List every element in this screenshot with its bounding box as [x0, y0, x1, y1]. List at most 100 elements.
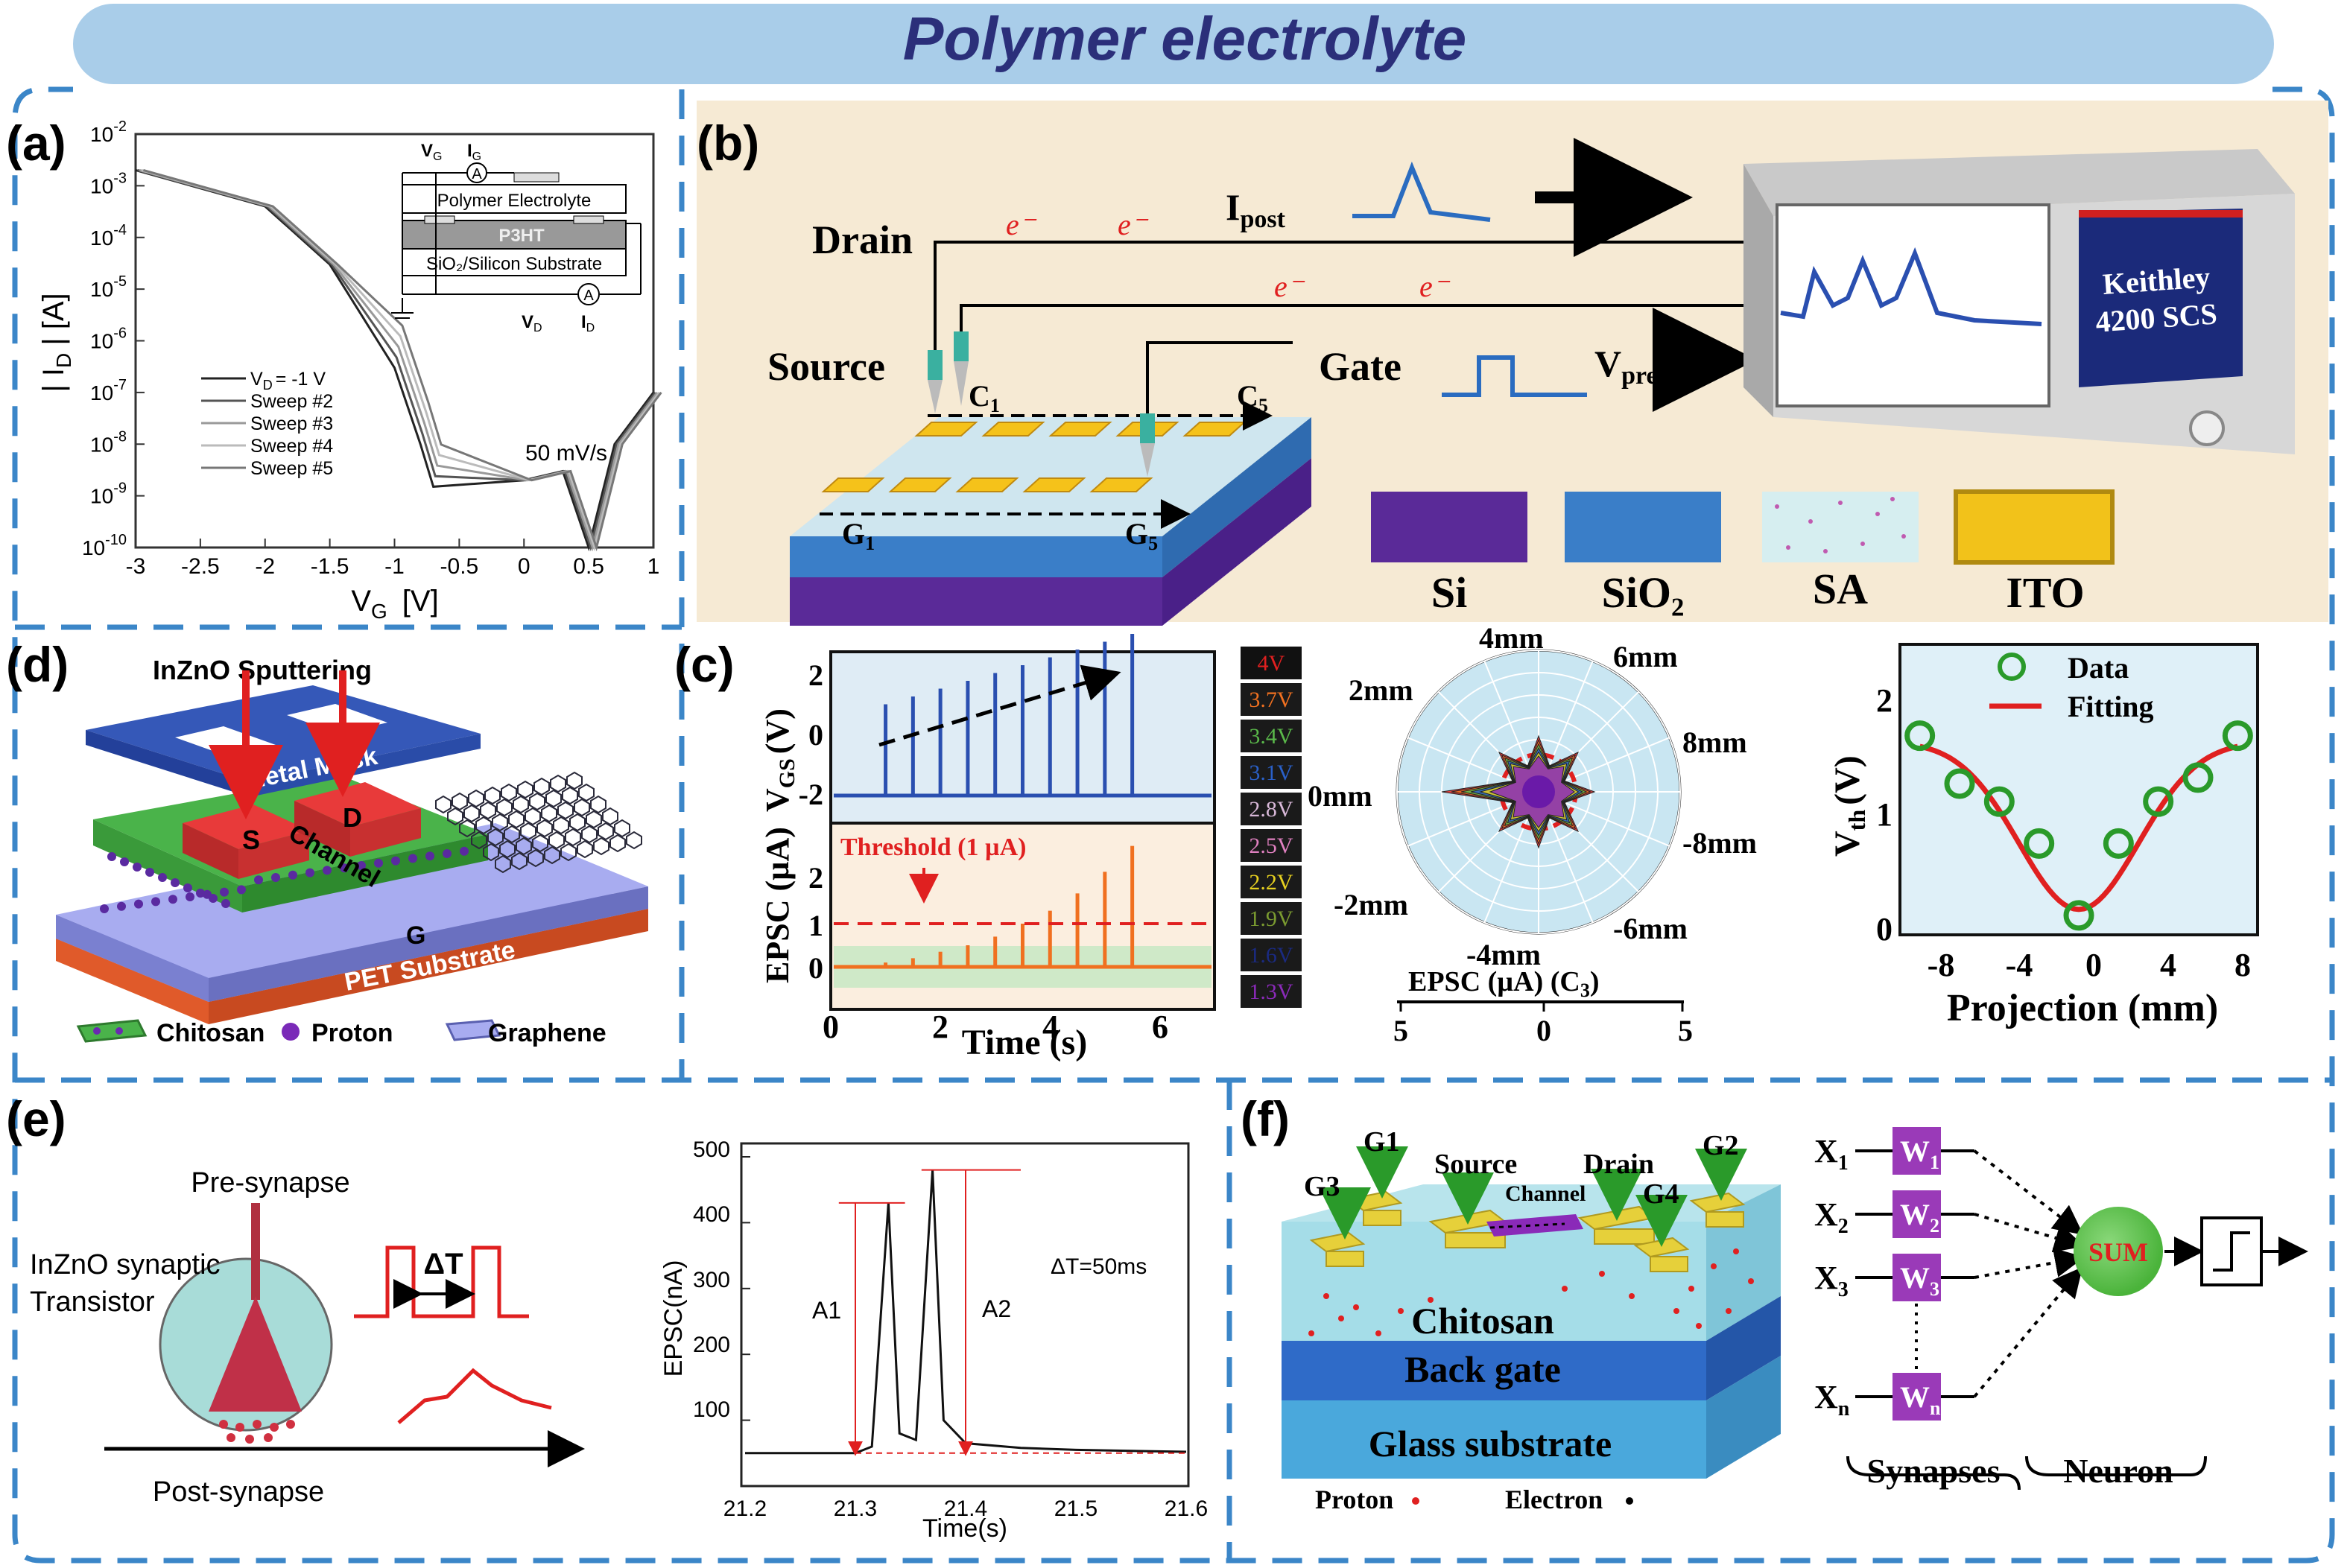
panel-b-material-legend: Si SiO₂ SA ITO [1371, 489, 2115, 617]
proton-dot [145, 868, 154, 877]
fit-data-point [2143, 786, 2174, 817]
graphene-hex [496, 798, 513, 817]
colorbar-voltage-label: 1.6V [1249, 943, 1293, 968]
graphene-hex [574, 798, 590, 817]
sa-dot [1890, 497, 1895, 501]
graphene-hex [495, 854, 511, 874]
graphene-hex [553, 816, 569, 835]
svg-text:e⁻: e⁻ [1274, 270, 1305, 303]
colorbar-voltage-label: 4V [1258, 651, 1285, 676]
weight-box [1893, 1190, 1941, 1238]
sa-dot [1838, 501, 1843, 505]
svg-text:SA: SA [1813, 565, 1868, 613]
graphene-hex [569, 813, 586, 832]
weight-label: W3 [1900, 1261, 1939, 1300]
panel-c-fit-legend: Data Fitting [1989, 651, 2154, 723]
graphene-hex [590, 795, 606, 814]
panel-e: (e) Pre-synapse Post-synapse InZnO synap… [6, 1091, 1208, 1543]
svg-text:0: 0 [2085, 947, 2102, 983]
panel-c-polar-axis-ticklabels: 5 0 5 [1393, 1014, 1693, 1047]
svg-text:2mm: 2mm [1349, 673, 1413, 707]
weight-label: W2 [1900, 1198, 1939, 1237]
svg-text:-4: -4 [2006, 947, 2033, 983]
svg-text:Chitosan: Chitosan [156, 1019, 265, 1047]
graphene-hex [586, 810, 602, 829]
panel-e-post-synapse: Post-synapse [153, 1476, 324, 1508]
panel-c-y-label: EPSC (µA) VGS(V) [759, 708, 799, 983]
panel-d: (d) InZnO Sputtering S D Channel G PET S… [6, 637, 648, 1047]
colorbar-cell [1241, 939, 1302, 971]
panel-a-x-tick: -1 [384, 554, 405, 579]
svg-text:Proton: Proton [311, 1019, 393, 1047]
sa-dot [1875, 512, 1880, 516]
panel-e-x-ticks: 21.2 21.3 21.4 21.5 21.6 [723, 1496, 1208, 1521]
proton-dot [340, 863, 349, 873]
svg-text:2: 2 [808, 861, 823, 895]
graphene-hex [511, 851, 528, 871]
panel-a-legend: VD= -1 V Sweep #2 Sweep #3 Sweep #4 Swee… [201, 369, 333, 479]
panel-d-legend: Chitosan Proton Graphene [76, 1019, 606, 1047]
proton-dot [1562, 1286, 1568, 1292]
colorbar-voltage-label: 3.1V [1249, 761, 1293, 785]
proton-dot [100, 904, 109, 913]
proton-dot [323, 866, 332, 875]
proton-dot [237, 885, 246, 895]
proton-dot [1688, 1286, 1694, 1292]
graphene-hex [562, 786, 578, 805]
proton-dot [460, 846, 469, 856]
panel-e-dt-label: ΔT [423, 1248, 463, 1280]
graphene-hex [480, 801, 496, 820]
svg-text:0: 0 [823, 1009, 839, 1045]
panel-f-label: (f) [1241, 1091, 1290, 1146]
panel-c-polar-axis-ticks [1399, 1002, 1684, 1012]
ito-pad [914, 422, 978, 437]
svg-text:0: 0 [1876, 911, 1893, 948]
svg-text:Data: Data [2068, 651, 2129, 685]
panel-a-sweep-curve [137, 169, 656, 552]
svg-text:Drain: Drain [1583, 1149, 1654, 1180]
colorbar-voltage-label: 1.3V [1249, 980, 1293, 1004]
proton-dot [1733, 1248, 1739, 1254]
graphene-hex [463, 804, 480, 823]
panel-a-y-tick: 10-2 [90, 118, 127, 146]
panel-d-gate-label: G [406, 921, 425, 950]
svg-text:-8mm: -8mm [1682, 826, 1757, 860]
svg-text:8mm: 8mm [1682, 726, 1747, 759]
graphene-hex [545, 789, 562, 808]
colorbar-voltage-label: 2.8V [1249, 797, 1293, 822]
svg-text:6mm: 6mm [1613, 640, 1678, 673]
proton-dot [425, 851, 434, 861]
proton-dot [1726, 1308, 1732, 1314]
panel-a-y-tick: 10-9 [90, 480, 127, 508]
weight-box [1893, 1127, 1941, 1175]
proton-dot [196, 889, 205, 898]
svg-text:21.3: 21.3 [834, 1496, 877, 1521]
colorbar-cell [1241, 975, 1302, 1008]
svg-text:A: A [472, 166, 482, 182]
input-x-label: X3 [1814, 1260, 1849, 1301]
svg-text:C1: C1 [969, 379, 1000, 416]
proton-dot [171, 878, 180, 887]
panel-d-metal-mask: Metal Mask [86, 685, 481, 797]
svg-text:G4: G4 [1643, 1178, 1679, 1210]
svg-text:Sweep #3: Sweep #3 [250, 413, 333, 434]
weight-box [1893, 1373, 1941, 1421]
graphene-hex [609, 834, 626, 853]
neuron-label: Neuron [2063, 1452, 2173, 1490]
svg-text:2: 2 [1876, 682, 1893, 719]
panel-a-y-tick: 10-6 [90, 326, 127, 353]
panel-a-curves [135, 169, 662, 552]
ito-pad [1022, 477, 1086, 492]
svg-text:300: 300 [693, 1268, 730, 1292]
panel-c-trend-arrow [878, 664, 1121, 747]
graphene-hex [581, 825, 598, 844]
panel-f-glass [1282, 1400, 1706, 1479]
panel-d-protons [100, 846, 469, 913]
proton-dot [1428, 1297, 1434, 1303]
panel-e-response [397, 1368, 552, 1424]
colorbar-voltage-label: 3.4V [1249, 724, 1293, 749]
svg-text:G1: G1 [842, 517, 875, 554]
svg-text:100: 100 [693, 1397, 730, 1422]
graphene-hex [614, 819, 630, 838]
graphene-hex [544, 845, 560, 865]
